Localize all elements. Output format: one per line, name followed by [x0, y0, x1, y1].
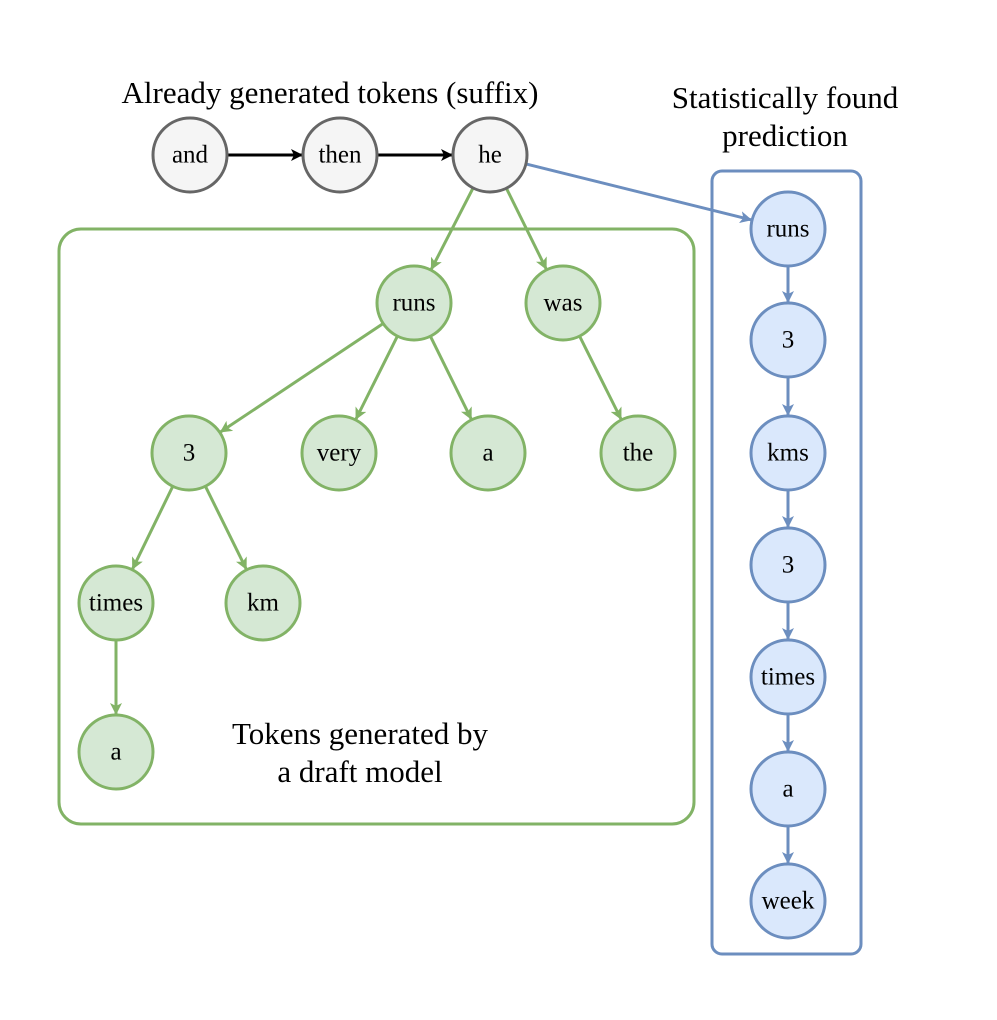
prediction-token-p2-circle: [749, 301, 827, 379]
draft-token-a1-label: a: [482, 440, 493, 467]
draft-token-the-label: the: [623, 440, 654, 467]
suffix-token-then-label: then: [318, 142, 362, 169]
nodes-layer: and then he runs was 3 very a the times km a runs 3 km…: [77, 116, 827, 940]
draft-token-three-label: 3: [183, 440, 196, 467]
prediction-token-p3-circle: [749, 414, 827, 492]
prediction-token-p4-circle: [749, 526, 827, 604]
prediction-caption-line2: prediction: [722, 118, 848, 153]
draft-token-three-circle: [150, 414, 228, 492]
draft-token-was-circle: [524, 264, 602, 342]
draft-token-was: was: [524, 264, 602, 342]
draft-caption-line2: a draft model: [277, 754, 443, 789]
edges-layer: [110, 149, 794, 864]
suffix-token-he: he: [451, 116, 529, 194]
prediction-token-p7: week: [749, 862, 827, 940]
prediction-token-p1-circle: [749, 190, 827, 268]
draft-token-three: 3: [150, 414, 228, 492]
prediction-token-p4-label: 3: [782, 552, 795, 579]
prediction-token-p7-label: week: [762, 888, 815, 915]
draft-token-a2-label: a: [110, 739, 121, 766]
prediction-token-p4: 3: [749, 526, 827, 604]
draft-token-runs-circle: [375, 264, 453, 342]
draft-token-runs-label: runs: [392, 290, 435, 317]
draft-edge-three-times: [131, 485, 175, 570]
draft-token-was-label: was: [544, 290, 583, 317]
draft-token-a1: a: [449, 414, 527, 492]
draft-token-times-circle: [77, 564, 155, 642]
prediction-token-p5-label: times: [761, 664, 815, 691]
draft-edge-runs-a1: [429, 335, 473, 420]
draft-edge-three-km: [204, 485, 248, 570]
draft-token-the-circle: [599, 414, 677, 492]
draft-edge-runs-very: [354, 335, 399, 420]
draft-token-very-label: very: [317, 440, 362, 467]
draft-caption: Tokens generated by a draft model: [180, 715, 540, 791]
draft-edge-he-was: [505, 187, 548, 270]
draft-token-a1-circle: [449, 414, 527, 492]
draft-edge-he-runs: [430, 187, 475, 271]
draft-token-a2: a: [77, 713, 155, 791]
prediction-token-p5: times: [749, 638, 827, 716]
prediction-token-p5-circle: [749, 638, 827, 716]
prediction-token-p7-circle: [749, 862, 827, 940]
draft-model-group-box: [57, 227, 696, 826]
draft-token-times: times: [77, 564, 155, 642]
suffix-token-he-label: he: [478, 142, 502, 169]
suffix-token-then-circle: [301, 116, 379, 194]
draft-token-a2-circle: [77, 713, 155, 791]
suffix-caption: Already generated tokens (suffix): [121, 75, 539, 110]
prediction-token-p3-label: kms: [767, 440, 809, 467]
prediction-caption-line1: Statistically found: [671, 80, 899, 115]
suffix-token-and-circle: [151, 116, 229, 194]
prediction-token-p1: runs: [749, 190, 827, 268]
prediction-token-p1-label: runs: [766, 216, 809, 243]
suffix-token-and: and: [151, 116, 229, 194]
prediction-token-p2-label: 3: [782, 327, 795, 354]
draft-token-very-circle: [300, 414, 378, 492]
draft-token-very: very: [300, 414, 378, 492]
prediction-token-p6-circle: [749, 750, 827, 828]
draft-edge-runs-three: [219, 322, 385, 434]
prediction-token-p6: a: [749, 750, 827, 828]
prediction-token-p6-label: a: [782, 776, 793, 803]
prediction-token-p2: 3: [749, 301, 827, 379]
prediction-group-box: [710, 169, 863, 956]
draft-token-km-circle: [224, 564, 302, 642]
suffix-token-and-label: and: [172, 142, 209, 169]
draft-token-times-label: times: [89, 590, 143, 617]
prediction-token-p3: kms: [749, 414, 827, 492]
prediction-edge-he-p1: [525, 162, 753, 224]
draft-token-km: km: [224, 564, 302, 642]
draft-token-km-label: km: [247, 590, 280, 617]
draft-token-the: the: [599, 414, 677, 492]
prediction-caption: Statistically found prediction: [640, 79, 930, 155]
draft-caption-line1: Tokens generated by: [231, 716, 489, 751]
draft-token-runs: runs: [375, 264, 453, 342]
draft-edge-was-the: [578, 335, 623, 420]
suffix-token-then: then: [301, 116, 379, 194]
suffix-token-he-circle: [451, 116, 529, 194]
